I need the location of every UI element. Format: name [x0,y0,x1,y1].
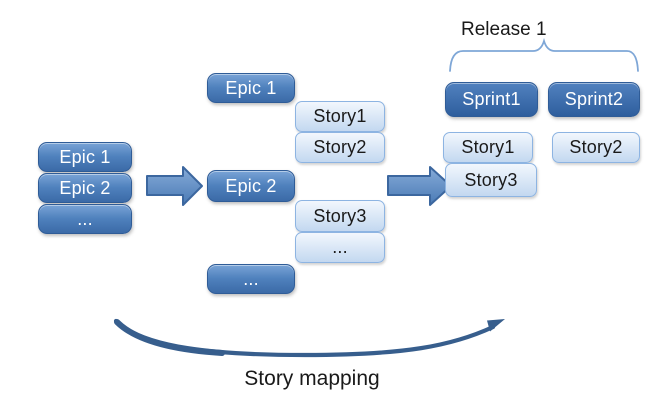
storymap-more-story-card: ... [295,232,385,263]
sprint-story-card: Story2 [552,132,640,163]
storymap-story-card: Story3 [295,200,385,232]
transform-arrow-icon [146,166,203,206]
storymap-epic-card: Epic 2 [207,170,295,202]
release-title: Release 1 [461,19,547,40]
release-brace [449,38,639,72]
sprint-story-card: Story3 [445,163,537,197]
backlog-epic-card: Epic 2 [38,173,132,203]
sprint-card: Sprint1 [445,82,538,117]
story-mapping-arrow-icon [113,318,505,358]
storymap-epic-card: Epic 1 [207,73,295,103]
storymap-story-card: Story2 [295,132,385,163]
backlog-more-card: ... [38,204,132,234]
storymap-story-card: Story1 [295,101,385,132]
transform-arrow-icon [387,166,452,206]
storymap-more-card: ... [207,264,295,294]
backlog-epic-card: Epic 1 [38,142,132,172]
sprint-card: Sprint2 [548,82,640,117]
sprint-story-card: Story1 [443,132,533,163]
diagram-caption: Story mapping [244,367,380,390]
